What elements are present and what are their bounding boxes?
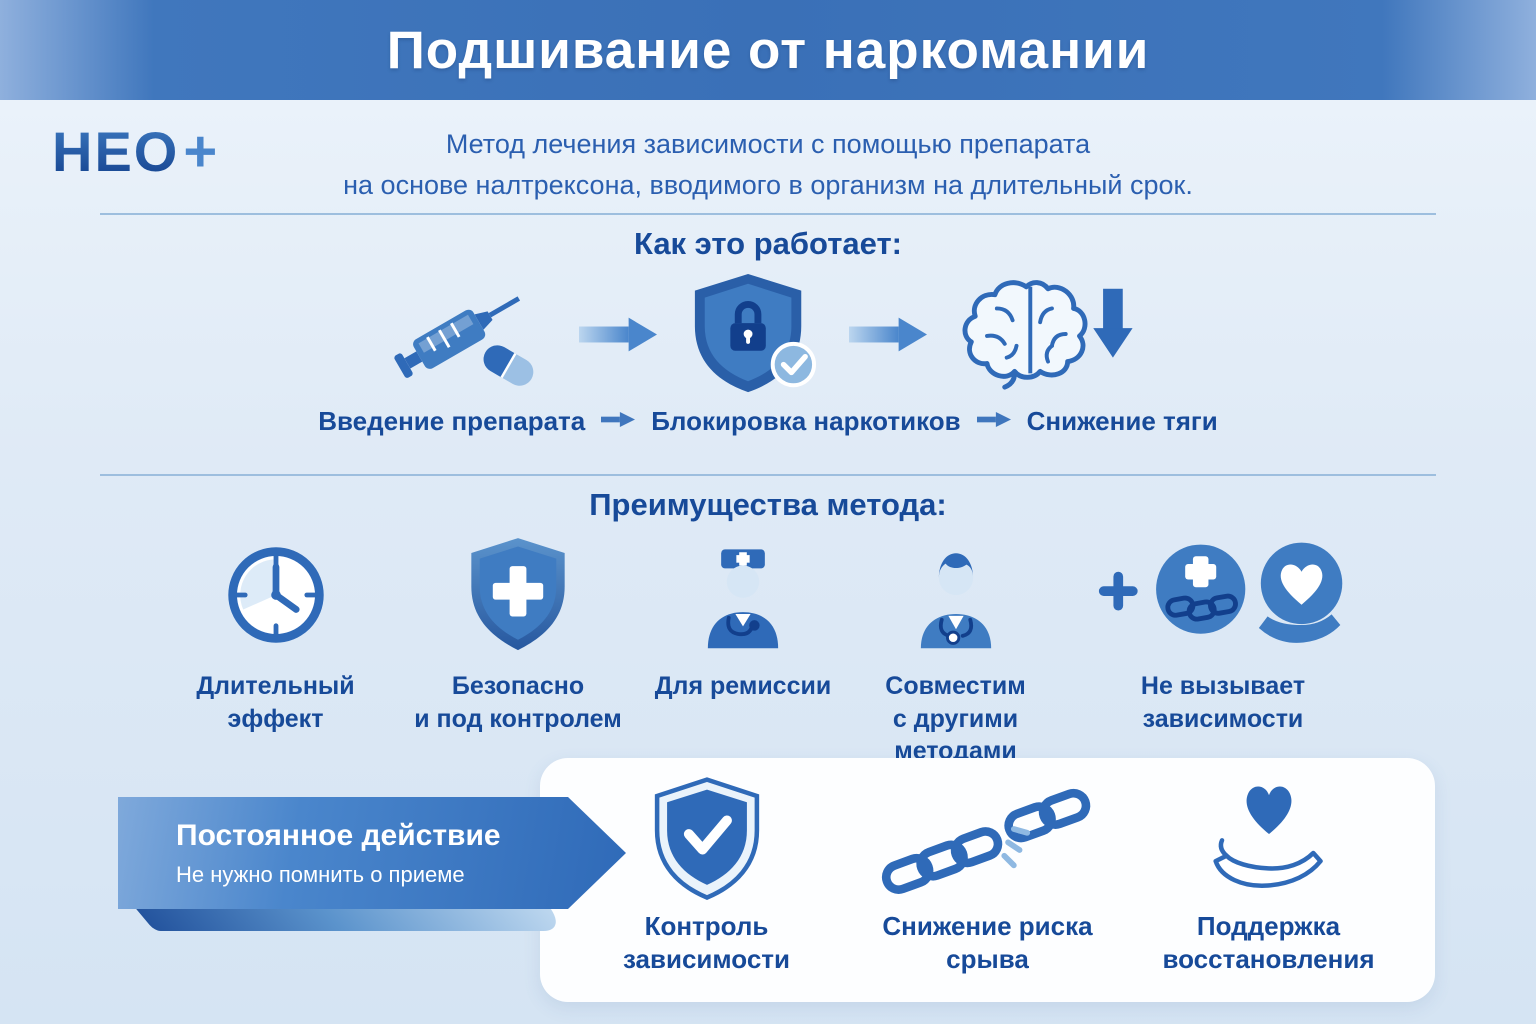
benefit-label: Безопасно и под контролем: [414, 672, 622, 733]
footer-items: Контроль зависимости: [540, 758, 1435, 1002]
benefit-item: Для ремиссии: [638, 530, 848, 703]
intro-text: Метод лечения зависимости с помощью преп…: [0, 124, 1536, 205]
footer-panel: Контроль зависимости: [540, 758, 1435, 1002]
benefit-label: Не вызывает зависимости: [1140, 672, 1306, 733]
ribbon-banner: Постоянное действие Не нужно помнить о п…: [118, 797, 626, 909]
medic-stethoscope-icon: [894, 530, 1018, 660]
section-title-benefits: Преимущества метода:: [589, 487, 947, 522]
arrow-right-icon: [849, 314, 927, 360]
no-addiction-icon: [1091, 530, 1355, 660]
benefit-item: Безопасно и под контролем: [398, 530, 638, 735]
section-title-how: Как это работает:: [634, 226, 902, 261]
clinic-logo: НЕО +: [52, 118, 219, 185]
shield-cross-icon: [462, 530, 574, 660]
intro-line-1: Метод лечения зависимости с помощью преп…: [445, 129, 1091, 159]
arrow-right-small-icon: [976, 406, 1011, 437]
intro-line-2: на основе налтрексона, вводимого в орган…: [343, 169, 1193, 200]
logo-text: НЕО: [52, 120, 180, 183]
divider: [100, 474, 1436, 476]
benefit-label: Длительный эффект: [196, 672, 355, 733]
footer-item-label: Снижение риска срыва: [882, 911, 1093, 974]
step-label: Блокировка наркотиков: [651, 406, 961, 436]
ribbon-subtitle: Не нужно помнить о приеме: [176, 861, 465, 887]
footer-item: Поддержка восстановления: [1128, 774, 1409, 975]
clock-icon: [223, 530, 329, 660]
footer-item-label: Контроль зависимости: [622, 911, 791, 974]
benefits-row: Длительный эффект Безопасно и под контро…: [0, 530, 1536, 768]
ribbon-title: Постоянное действие: [176, 818, 501, 852]
benefit-label: Для ремиссии: [654, 672, 832, 700]
hand-heart-icon: [1201, 774, 1337, 904]
divider: [100, 213, 1436, 215]
how-steps-icons: [0, 268, 1536, 406]
benefit-item: Длительный эффект: [153, 530, 398, 735]
step-label: Снижение тяги: [1026, 406, 1218, 436]
shield-check-icon: [648, 774, 766, 904]
benefit-item: Не вызывает зависимости: [1063, 530, 1383, 735]
arrow-right-small-icon: [601, 406, 636, 437]
benefit-label: Совместим с другими методами: [885, 672, 1026, 765]
page-title: Подшивание от наркомании: [386, 20, 1150, 80]
footer-item-label: Поддержка восстановления: [1162, 911, 1375, 974]
doctor-icon: [681, 530, 805, 660]
footer-item: Снижение риска срыва: [847, 774, 1128, 975]
broken-chain-icon: [878, 774, 1098, 904]
how-step-labels: Введение препарата Блокировка наркотиков…: [0, 406, 1536, 437]
step-label: Введение препарата: [318, 406, 586, 436]
syringe-pill-icon: [389, 271, 557, 404]
brain-reduction-icon: [949, 275, 1147, 400]
benefit-item: Совместим с другими методами: [848, 530, 1063, 768]
arrow-right-icon: [579, 314, 657, 360]
logo-plus-icon: +: [183, 119, 220, 184]
footer-item: Контроль зависимости: [566, 774, 847, 975]
header-banner: Подшивание от наркомании: [0, 0, 1536, 100]
shield-lock-icon: [679, 270, 827, 405]
